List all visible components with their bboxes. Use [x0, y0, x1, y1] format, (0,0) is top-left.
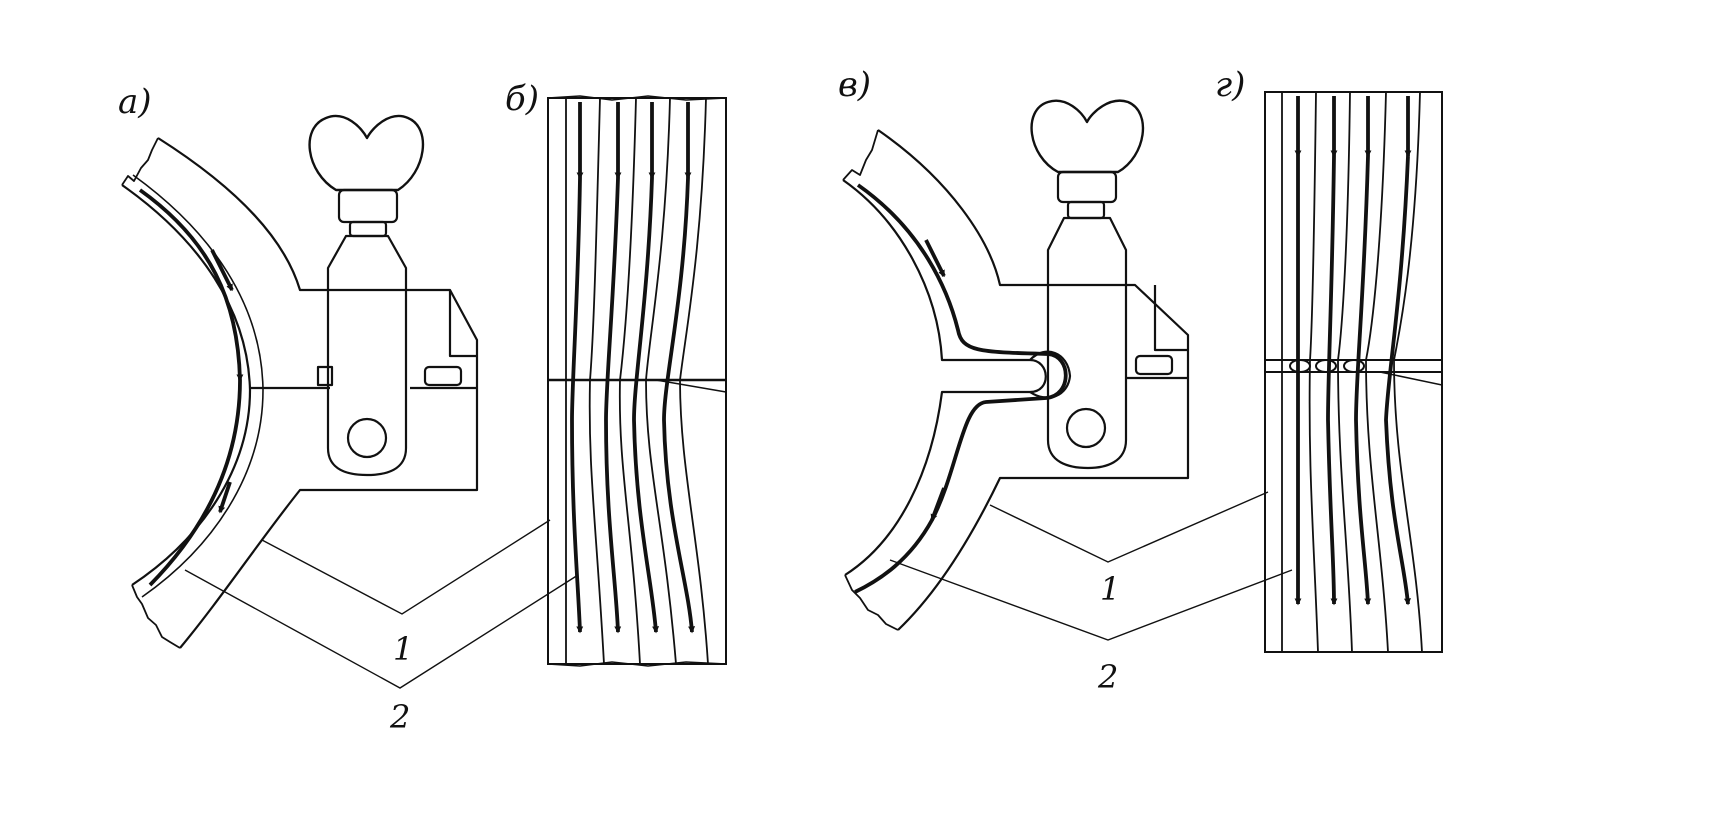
strip-divider-5: [679, 97, 709, 665]
clamp-bar: [326, 234, 408, 477]
callout-2-left: 2: [389, 698, 410, 736]
nut-right-v: [1134, 354, 1174, 376]
strip-divider-g3: [1337, 91, 1353, 653]
pipe-wall-outer: [157, 137, 479, 649]
hex-nut: [337, 188, 399, 224]
flange-step: [448, 290, 477, 358]
flux-line-b3c: [632, 419, 660, 634]
clamp-pin-v: [1065, 407, 1107, 449]
panel-v-label: в): [838, 65, 871, 105]
clamp-pin: [346, 417, 388, 459]
callout-1-left: 1: [393, 630, 413, 668]
pipe-break-top-v: [842, 129, 879, 181]
strip-divider-g2: [1308, 91, 1319, 653]
strip-divider-2: [588, 97, 605, 665]
pipe-wall-inner-v: [842, 179, 1047, 576]
flux-line-b2c: [604, 419, 622, 634]
strip-divider-g5: [1393, 91, 1423, 653]
callout-1-right: 1: [1100, 570, 1120, 608]
flux-line-g3b: [1354, 155, 1372, 606]
callouts-right: 1 2: [889, 491, 1293, 696]
hex-nut-v: [1056, 170, 1118, 204]
panel-a-label: а): [118, 82, 152, 122]
panel-g: г): [1215, 65, 1443, 653]
gap-bubble-g3: [1343, 359, 1365, 373]
panel-v: в): [838, 65, 1190, 631]
flange-step-v: [1153, 285, 1188, 352]
callouts-left: 1 2: [184, 519, 579, 736]
wing-nut-v: [1030, 99, 1145, 174]
flux-line-g4b: [1384, 155, 1411, 606]
leader-2-right: [889, 559, 1293, 641]
strip-divider-4: [645, 97, 677, 665]
washer: [348, 220, 388, 238]
washer-v: [1066, 200, 1106, 220]
nut-right: [423, 365, 463, 387]
flux-line-b3b: [632, 177, 654, 421]
pipe-break-bottom-v: [844, 574, 899, 631]
gap-bubble-g2: [1315, 359, 1337, 373]
callout-2-right: 2: [1097, 658, 1118, 696]
pipe-break-bottom: [131, 584, 181, 649]
flux-line-b1c: [570, 419, 584, 634]
panel-b-label: б): [505, 79, 539, 119]
flux-line-b2b: [604, 177, 620, 421]
pipe-break-top: [121, 137, 159, 186]
leader-2-left: [184, 569, 579, 689]
flux-line-g2b: [1326, 155, 1338, 606]
pipe-wall-inner: [121, 184, 252, 586]
spacer-block: [316, 365, 334, 387]
flux-arrow-a2: [218, 481, 232, 514]
strip-divider-3: [618, 97, 641, 665]
flux-line-b1b: [570, 177, 582, 421]
strip-divider-g4: [1365, 91, 1389, 653]
flux-arrow-v1: [924, 239, 946, 278]
strip-bottom-edge: [547, 661, 727, 667]
pipe-wall-outer-v: [877, 129, 1190, 631]
gap-bubble-g1: [1289, 359, 1311, 373]
flux-arrow-v2: [930, 487, 946, 522]
leader-1-left: [261, 519, 551, 615]
strip-top-edge: [547, 95, 727, 101]
leader-1-right: [989, 491, 1269, 563]
flux-line-v: [854, 183, 1068, 594]
panel-b: б): [505, 79, 727, 667]
clamp-bar-v: [1046, 216, 1128, 470]
flux-line-a: [138, 188, 244, 587]
flux-line-b4c: [662, 419, 696, 634]
wing-nut: [308, 114, 425, 192]
flux-line-b4b: [662, 177, 690, 421]
pipe-lining: [132, 174, 264, 598]
panel-g-label: г): [1215, 65, 1245, 105]
flux-arrow-a1: [210, 249, 234, 292]
panel-a: а): [118, 82, 479, 649]
